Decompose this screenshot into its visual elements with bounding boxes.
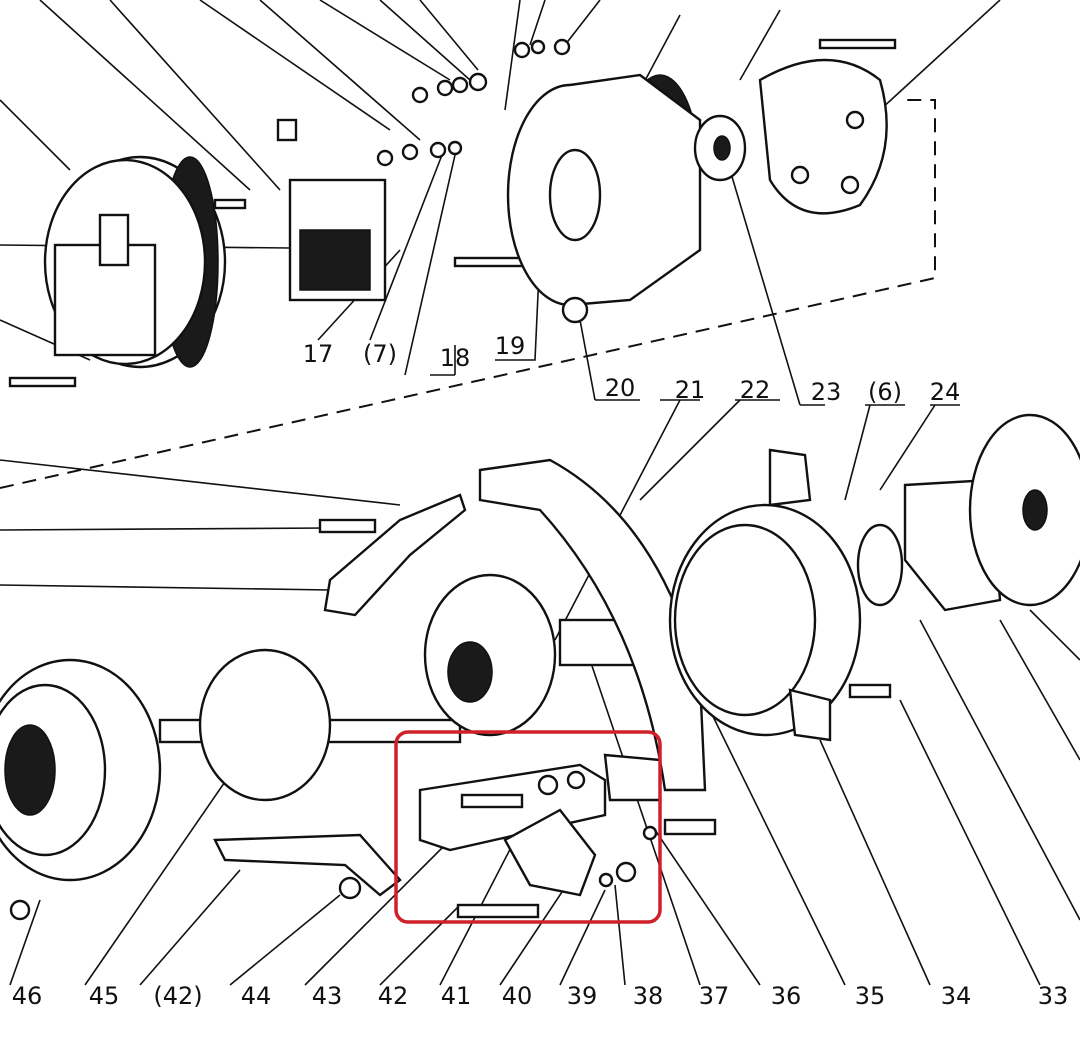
fan-belt-22 — [478, 458, 707, 792]
stator-part — [0, 658, 162, 882]
label-44: 44 — [241, 982, 272, 1010]
drive-end-housing — [668, 448, 862, 742]
label-21: 21 — [675, 376, 706, 404]
label-34: 34 — [941, 982, 972, 1010]
label-20: 20 — [605, 374, 636, 402]
label-43: 43 — [312, 982, 343, 1010]
bearing-23 — [693, 114, 747, 182]
label-39: 39 — [567, 982, 598, 1010]
slip-ring-end-housing — [506, 73, 702, 324]
label-36: 36 — [771, 982, 802, 1010]
small-hardware-top — [8, 38, 897, 388]
rear-cover-part — [43, 155, 227, 369]
label-45: 45 — [89, 982, 120, 1010]
dashed-boundary — [0, 99, 936, 489]
regulator-part-17 — [276, 118, 387, 302]
highlight-box — [394, 730, 662, 924]
label-33: 33 — [1038, 982, 1069, 1010]
label-41: 41 — [441, 982, 472, 1010]
brackets-and-bolts — [9, 493, 892, 921]
label-35: 35 — [855, 982, 886, 1010]
label-17: 17 — [303, 340, 334, 368]
label-6: (6) — [868, 378, 902, 406]
rotor-part — [158, 573, 642, 802]
label-38: 38 — [633, 982, 664, 1010]
label-37: 37 — [699, 982, 730, 1010]
label-18: 18 — [440, 344, 471, 372]
pulley-and-fan — [856, 413, 1080, 612]
adjusting-link-assembly — [418, 753, 662, 919]
label-19: 19 — [495, 332, 526, 360]
label-7: (7) — [363, 340, 397, 368]
leader-lines-bottom — [9, 609, 1080, 986]
label-24: 24 — [930, 378, 961, 406]
top-part-labels: 17 (7) 18 19 20 21 22 23 (6) 24 — [303, 332, 961, 406]
label-42: 42 — [378, 982, 409, 1010]
label-42b: (42) — [153, 982, 202, 1010]
leader-lines-top — [0, 0, 1001, 641]
label-23: 23 — [811, 378, 842, 406]
diode-plate — [758, 58, 888, 215]
label-40: 40 — [502, 982, 533, 1010]
label-46: 46 — [12, 982, 43, 1010]
label-22: 22 — [740, 376, 771, 404]
bottom-part-labels: 46 45 (42) 44 43 42 41 40 39 38 37 36 35… — [12, 982, 1069, 1010]
